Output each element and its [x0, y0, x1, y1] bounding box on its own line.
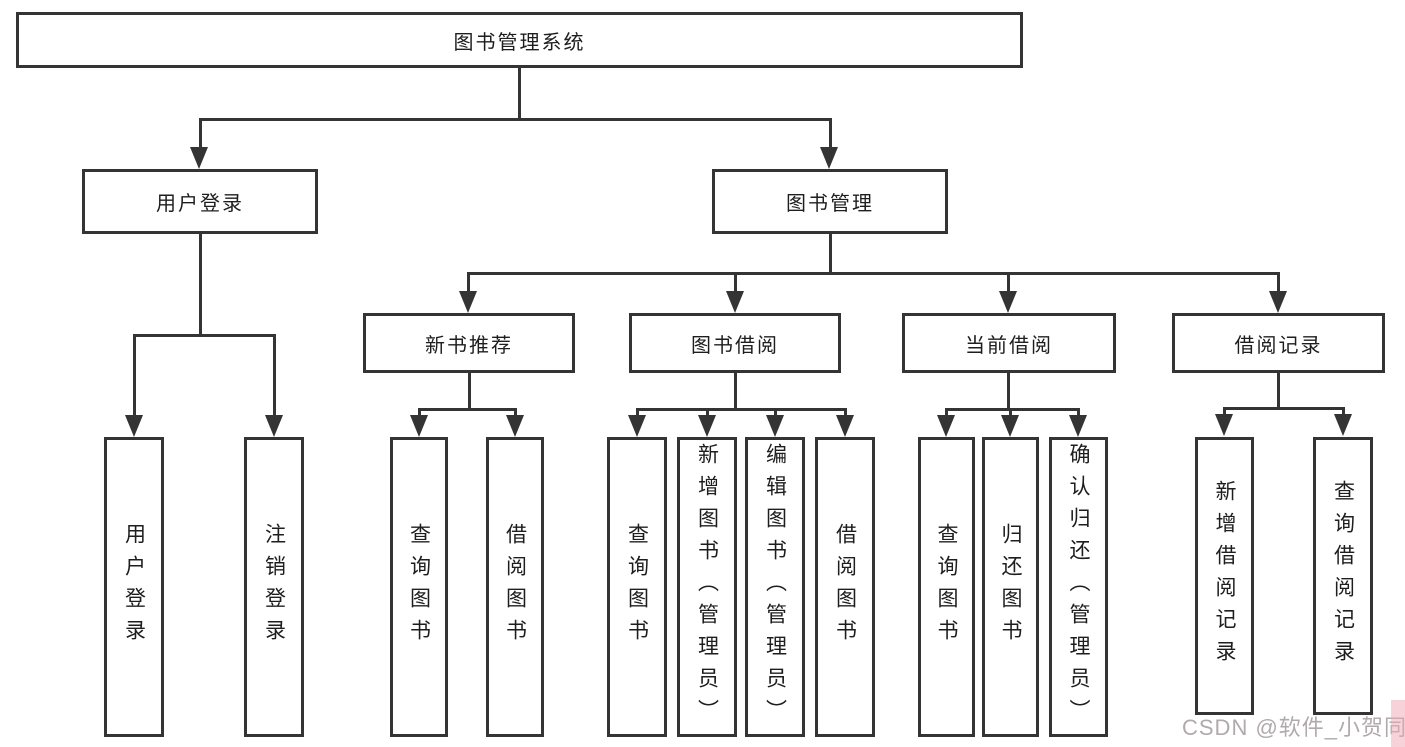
down-arrowhead-leaf-user-login	[125, 415, 143, 437]
leaf-query-books-borrow: 查询图书	[607, 437, 667, 737]
connector-drop-book-management	[829, 118, 832, 149]
csdn-watermark: CSDN @软件_小贺同学	[1182, 715, 1405, 740]
leaf-query-books-recommend: 查询图书	[390, 437, 448, 737]
node-user-login: 用户登录	[82, 169, 318, 234]
connector-drop-return-book	[1009, 408, 1012, 418]
leaf-return-book: 归还图书	[982, 437, 1039, 737]
down-arrowhead-current-borrow	[999, 291, 1017, 313]
down-arrowhead-new-book	[459, 291, 477, 313]
connector-drop-borrow-records	[1277, 272, 1280, 294]
leaf-add-borrow-record: 新增借阅记录	[1195, 437, 1254, 715]
leaf-query-books-current: 查询图书	[918, 437, 975, 737]
connector-drop-confirm-return	[1077, 408, 1080, 418]
leaf-user-login: 用户登录	[104, 437, 164, 737]
down-arrowhead-query-books-recommend	[410, 415, 428, 437]
connector-drop-new-book	[467, 272, 470, 294]
node-new-book-recommend: 新书推荐	[363, 313, 575, 373]
down-arrowhead-borrow-books-recommend	[506, 415, 524, 437]
down-arrowhead-query-books-current	[937, 415, 955, 437]
leaf-add-book-admin: 新增图书（管理员）	[677, 437, 737, 737]
leaf-query-borrow-record: 查询借阅记录	[1313, 437, 1373, 715]
connector-root-rail	[199, 118, 832, 121]
connector-drop-query-borrow-record	[1342, 407, 1345, 417]
leaf-logout: 注销登录	[244, 437, 304, 737]
connector-drop-book-borrow	[734, 272, 737, 294]
connector-new-book-rail	[418, 408, 517, 411]
node-book-management: 图书管理	[712, 169, 948, 234]
connector-new-book-stem	[468, 372, 471, 410]
down-arrowhead-borrow-books	[836, 415, 854, 437]
connector-drop-leaf-logout	[273, 334, 276, 417]
connector-current-borrow-stem	[1007, 372, 1010, 410]
connector-user-login-rail	[133, 334, 276, 337]
node-book-borrow: 图书借阅	[629, 313, 841, 373]
connector-borrow-records-rail	[1223, 407, 1344, 410]
connector-drop-user-login	[199, 118, 202, 149]
leaf-borrow-books: 借阅图书	[815, 437, 875, 737]
down-arrowhead-query-borrow-record	[1334, 414, 1352, 436]
connector-book-borrow-stem	[734, 372, 737, 410]
connector-drop-query-books-borrow	[636, 408, 639, 418]
down-arrowhead-add-book	[698, 415, 716, 437]
node-borrow-records: 借阅记录	[1172, 313, 1385, 373]
leaf-confirm-return-admin: 确认归还（管理员）	[1049, 437, 1108, 737]
connector-drop-add-book	[706, 408, 709, 418]
connector-book-management-stem	[829, 233, 832, 274]
down-arrowhead-book-borrow	[726, 291, 744, 313]
down-arrowhead-return-book	[1001, 415, 1019, 437]
node-current-borrow: 当前借阅	[902, 313, 1116, 373]
connector-borrow-records-stem	[1277, 372, 1280, 409]
connector-book-borrow-rail	[636, 408, 846, 411]
watermark-pink-strip	[1391, 700, 1405, 747]
connector-current-borrow-rail	[945, 408, 1079, 411]
down-arrowhead-query-books-borrow	[628, 415, 646, 437]
node-root-library-system: 图书管理系统	[16, 12, 1023, 68]
connector-root-stem	[518, 67, 521, 118]
connector-book-management-rail	[467, 272, 1280, 275]
connector-drop-leaf-user-login	[133, 334, 136, 417]
down-arrowhead-edit-book	[766, 415, 784, 437]
down-arrowhead-confirm-return	[1069, 415, 1087, 437]
connector-drop-borrow-books	[844, 408, 847, 418]
connector-drop-query-books-recommend	[418, 408, 421, 418]
connector-drop-borrow-books-recommend	[514, 408, 517, 418]
leaf-edit-book-admin: 编辑图书（管理员）	[745, 437, 805, 737]
connector-drop-edit-book	[774, 408, 777, 418]
leaf-borrow-books-recommend: 借阅图书	[486, 437, 544, 737]
down-arrowhead-book-management	[820, 147, 838, 169]
connector-drop-query-books-current	[945, 408, 948, 418]
connector-drop-current-borrow	[1007, 272, 1010, 294]
down-arrowhead-user-login	[190, 147, 208, 169]
connector-user-login-stem	[199, 233, 202, 336]
down-arrowhead-leaf-logout	[265, 415, 283, 437]
down-arrowhead-add-borrow-record	[1215, 414, 1233, 436]
connector-drop-add-borrow-record	[1223, 407, 1226, 417]
down-arrowhead-borrow-records	[1269, 291, 1287, 313]
